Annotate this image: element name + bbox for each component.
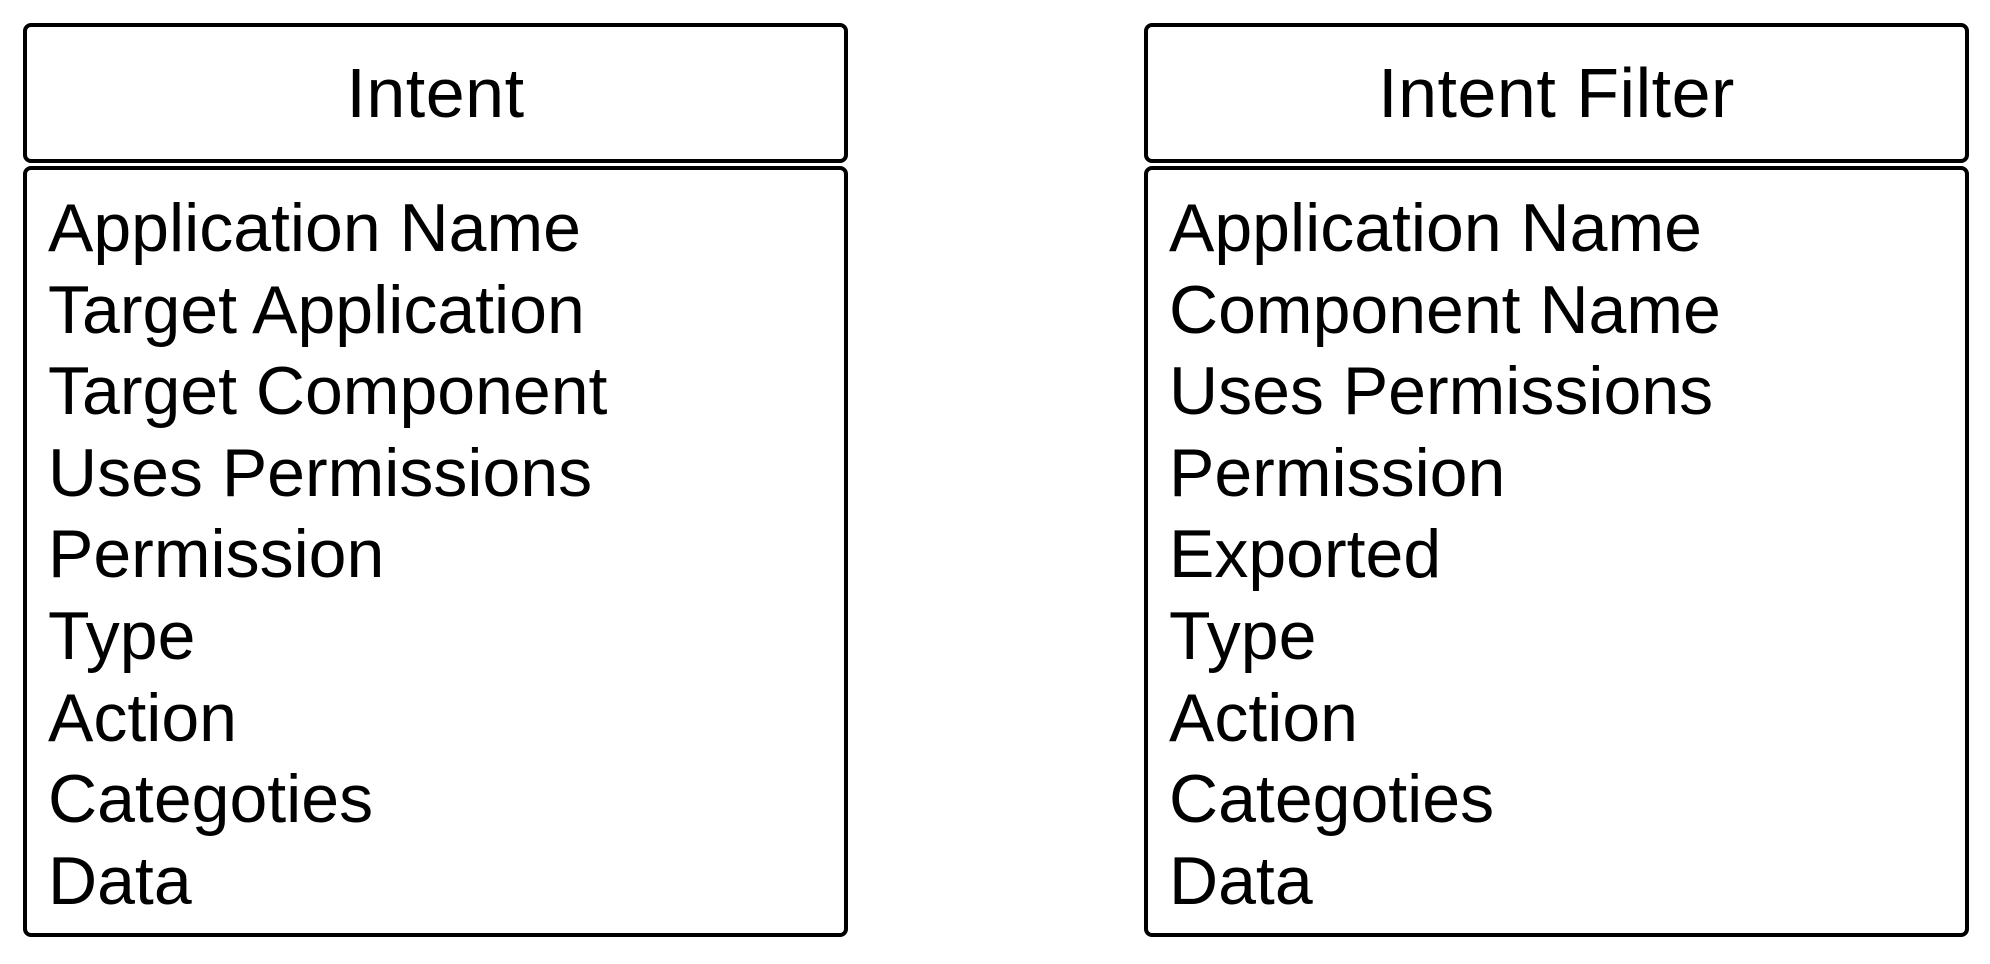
intent-filter-entity-title: Intent Filter: [1378, 54, 1735, 132]
intent-filter-attribute: Type: [1169, 597, 1317, 674]
intent-filter-attribute: Uses Permissions: [1169, 353, 1714, 430]
intent-entity-attributes: Application Name Target Application Targ…: [23, 166, 848, 937]
intent-attribute: Target Application: [48, 271, 585, 348]
intent-filter-attribute: Action: [1169, 679, 1358, 756]
intent-filter-attribute: Categoties: [1169, 761, 1495, 838]
intent-filter-entity-box: Intent Filter Application Name Component…: [1144, 23, 1969, 937]
intent-attribute: Uses Permissions: [48, 434, 593, 511]
intent-filter-attribute: Data: [1169, 842, 1313, 919]
intent-attribute: Data: [48, 842, 192, 919]
intent-attribute: Permission: [48, 516, 385, 593]
intent-filter-attribute: Exported: [1169, 516, 1442, 593]
intent-entity-header: Intent: [23, 23, 848, 163]
intent-entity-title: Intent: [346, 54, 525, 132]
intent-filter-attribute: Application Name: [1169, 190, 1702, 266]
intent-filter-entity-header: Intent Filter: [1144, 23, 1969, 163]
intent-attribute: Application Name: [48, 190, 581, 266]
intent-filter-attribute: Permission: [1169, 434, 1506, 511]
intent-attribute: Categoties: [48, 761, 374, 838]
intent-attribute: Target Component: [48, 353, 608, 430]
intent-filter-attribute: Component Name: [1169, 271, 1721, 348]
intent-filter-entity-attributes: Application Name Component Name Uses Per…: [1144, 166, 1969, 937]
intent-attribute: Action: [48, 679, 237, 756]
intent-entity-box: Intent Application Name Target Applicati…: [23, 23, 848, 937]
intent-attribute: Type: [48, 597, 196, 674]
